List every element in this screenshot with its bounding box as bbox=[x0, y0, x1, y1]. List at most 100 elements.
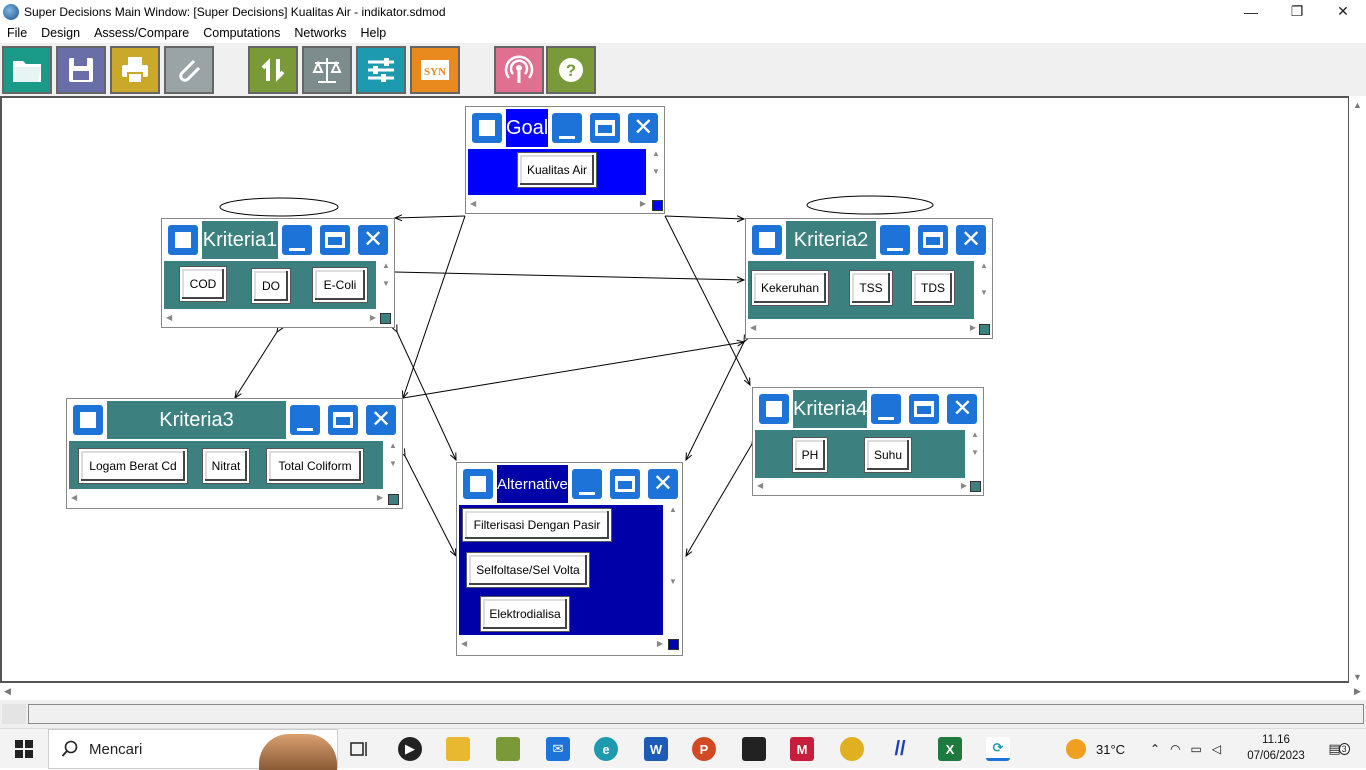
super-decisions-taskbar-icon[interactable]: ⟳ bbox=[986, 737, 1010, 761]
node-maximize-button[interactable] bbox=[907, 392, 942, 426]
node-vscroll[interactable]: ▲▼ bbox=[669, 505, 677, 586]
node-maximize-button[interactable] bbox=[326, 403, 360, 437]
element-kualitas-air[interactable]: Kualitas Air bbox=[518, 153, 596, 187]
resize-grip[interactable] bbox=[970, 481, 981, 492]
mail-icon[interactable]: ✉ bbox=[546, 737, 570, 761]
node-maximize-button[interactable] bbox=[916, 223, 950, 257]
windows-start-icon[interactable] bbox=[12, 737, 36, 761]
node-alternative[interactable]: Alternative ✕ Filterisasi Dengan Pasir S… bbox=[456, 462, 683, 656]
node-minimize-button[interactable] bbox=[869, 392, 904, 426]
node-hscroll[interactable]: ◀▶ bbox=[71, 493, 383, 502]
open-button[interactable] bbox=[2, 46, 52, 94]
node-hscroll[interactable]: ◀▶ bbox=[166, 313, 376, 322]
node-close-button[interactable]: ✕ bbox=[364, 403, 398, 437]
node-select-button[interactable] bbox=[470, 111, 504, 145]
node-kriteria1[interactable]: Kriteria1 ✕ COD DO E-Coli ▲▼ ◀▶ bbox=[161, 218, 395, 328]
task-view-icon[interactable] bbox=[348, 737, 372, 761]
volume-icon[interactable]: ◁ bbox=[1211, 742, 1222, 756]
node-goal[interactable]: Goal ✕ Kualitas Air ▲▼ ◀▶ bbox=[465, 106, 665, 214]
wifi-icon[interactable]: ◠ bbox=[1170, 742, 1181, 756]
menu-file[interactable]: File bbox=[7, 26, 28, 40]
node-minimize-button[interactable] bbox=[288, 403, 322, 437]
node-kriteria2[interactable]: Kriteria2 ✕ Kekeruhan TSS TDS ▲▼ ◀▶ bbox=[745, 218, 993, 339]
element-e-coli[interactable]: E-Coli bbox=[313, 268, 367, 302]
element-nitrat[interactable]: Nitrat bbox=[203, 449, 249, 483]
synthesize-button[interactable]: SYN bbox=[410, 46, 460, 94]
menu-networks[interactable]: Networks bbox=[294, 26, 347, 40]
node-minimize-button[interactable] bbox=[878, 223, 912, 257]
battery-icon[interactable]: ▭ bbox=[1190, 742, 1202, 756]
node-select-button[interactable] bbox=[166, 223, 200, 257]
node-vscroll[interactable]: ▲▼ bbox=[382, 261, 390, 288]
save-button[interactable] bbox=[56, 46, 106, 94]
file-explorer-icon[interactable] bbox=[446, 737, 470, 761]
canvas-hscroll[interactable]: ◀ ▶ bbox=[0, 683, 1366, 700]
canvas-vscroll[interactable]: ▲ ▼ bbox=[1349, 96, 1366, 686]
element-tds[interactable]: TDS bbox=[912, 271, 954, 305]
refresh-button[interactable] bbox=[248, 46, 298, 94]
menu-computations[interactable]: Computations bbox=[203, 26, 281, 40]
element-filterisasi-dengan-pasir[interactable]: Filterisasi Dengan Pasir bbox=[463, 509, 611, 541]
element-selfoltase-sel-volta[interactable]: Selfoltase/Sel Volta bbox=[467, 553, 589, 587]
edge-icon[interactable]: e bbox=[594, 737, 618, 761]
menu-assess-compare[interactable]: Assess/Compare bbox=[94, 26, 190, 40]
node-minimize-button[interactable] bbox=[569, 467, 604, 501]
close-button[interactable]: ✕ bbox=[1337, 3, 1349, 19]
node-close-button[interactable]: ✕ bbox=[645, 467, 680, 501]
app-icon-tools[interactable] bbox=[496, 737, 520, 761]
node-kriteria3[interactable]: Kriteria3 ✕ Logam Berat Cd Nitrat Total … bbox=[66, 398, 403, 509]
weather-widget[interactable]: 31°C bbox=[1066, 729, 1125, 769]
node-close-button[interactable]: ✕ bbox=[626, 111, 661, 145]
node-select-button[interactable] bbox=[71, 403, 105, 437]
system-tray[interactable]: ⌃ ◠ ▭ ◁ bbox=[1150, 729, 1221, 769]
node-vscroll[interactable]: ▲▼ bbox=[389, 441, 397, 468]
chevron-up-icon[interactable]: ⌃ bbox=[1150, 742, 1161, 756]
compare-button[interactable] bbox=[302, 46, 352, 94]
node-maximize-button[interactable] bbox=[588, 111, 623, 145]
element-ph[interactable]: PH bbox=[793, 438, 827, 472]
minimize-button[interactable]: — bbox=[1244, 3, 1258, 20]
node-hscroll[interactable]: ◀▶ bbox=[461, 639, 663, 648]
excel-icon[interactable]: X bbox=[938, 737, 962, 761]
taskbar-search[interactable]: Mencari bbox=[48, 729, 338, 770]
sticky-notes-icon[interactable] bbox=[742, 737, 766, 761]
node-select-button[interactable] bbox=[757, 392, 791, 426]
resize-grip[interactable] bbox=[979, 324, 990, 335]
app-icon-red[interactable]: M bbox=[790, 737, 814, 761]
node-hscroll[interactable]: ◀▶ bbox=[757, 481, 967, 490]
resize-grip[interactable] bbox=[380, 313, 391, 324]
resize-grip[interactable] bbox=[668, 639, 679, 650]
node-kriteria4[interactable]: Kriteria4 ✕ PH Suhu ▲▼ ◀▶ bbox=[752, 387, 984, 496]
element-do[interactable]: DO bbox=[252, 269, 290, 303]
node-close-button[interactable]: ✕ bbox=[945, 392, 980, 426]
element-kekeruhan[interactable]: Kekeruhan bbox=[752, 271, 828, 305]
notification-icon[interactable]: ▤3 bbox=[1324, 737, 1354, 761]
powerpoint-icon[interactable]: P bbox=[692, 737, 716, 761]
node-minimize-button[interactable] bbox=[550, 111, 585, 145]
broadcast-button[interactable] bbox=[494, 46, 544, 94]
node-close-button[interactable]: ✕ bbox=[954, 223, 988, 257]
element-logam-berat-cd[interactable]: Logam Berat Cd bbox=[79, 449, 187, 483]
chrome-icon[interactable] bbox=[840, 737, 864, 761]
attach-button[interactable] bbox=[164, 46, 214, 94]
node-vscroll[interactable]: ▲▼ bbox=[652, 149, 660, 176]
clock[interactable]: 11.16 07/06/2023 bbox=[1238, 732, 1314, 764]
element-suhu[interactable]: Suhu bbox=[865, 438, 911, 472]
resize-grip[interactable] bbox=[388, 494, 399, 505]
node-select-button[interactable] bbox=[461, 467, 495, 501]
menu-design[interactable]: Design bbox=[41, 26, 81, 40]
help-button[interactable]: ? bbox=[546, 46, 596, 94]
node-vscroll[interactable]: ▲▼ bbox=[971, 430, 979, 457]
node-select-button[interactable] bbox=[750, 223, 784, 257]
node-maximize-button[interactable] bbox=[318, 223, 352, 257]
node-close-button[interactable]: ✕ bbox=[356, 223, 390, 257]
menu-help[interactable]: Help bbox=[360, 26, 387, 40]
node-hscroll[interactable]: ◀▶ bbox=[470, 199, 646, 208]
settings-button[interactable] bbox=[356, 46, 406, 94]
word-icon[interactable]: W bbox=[644, 737, 668, 761]
node-vscroll[interactable]: ▲▼ bbox=[980, 261, 988, 297]
app-icon-slash[interactable]: // bbox=[894, 737, 906, 760]
node-minimize-button[interactable] bbox=[280, 223, 314, 257]
element-elektrodialisa[interactable]: Elektrodialisa bbox=[481, 597, 569, 631]
print-button[interactable] bbox=[110, 46, 160, 94]
